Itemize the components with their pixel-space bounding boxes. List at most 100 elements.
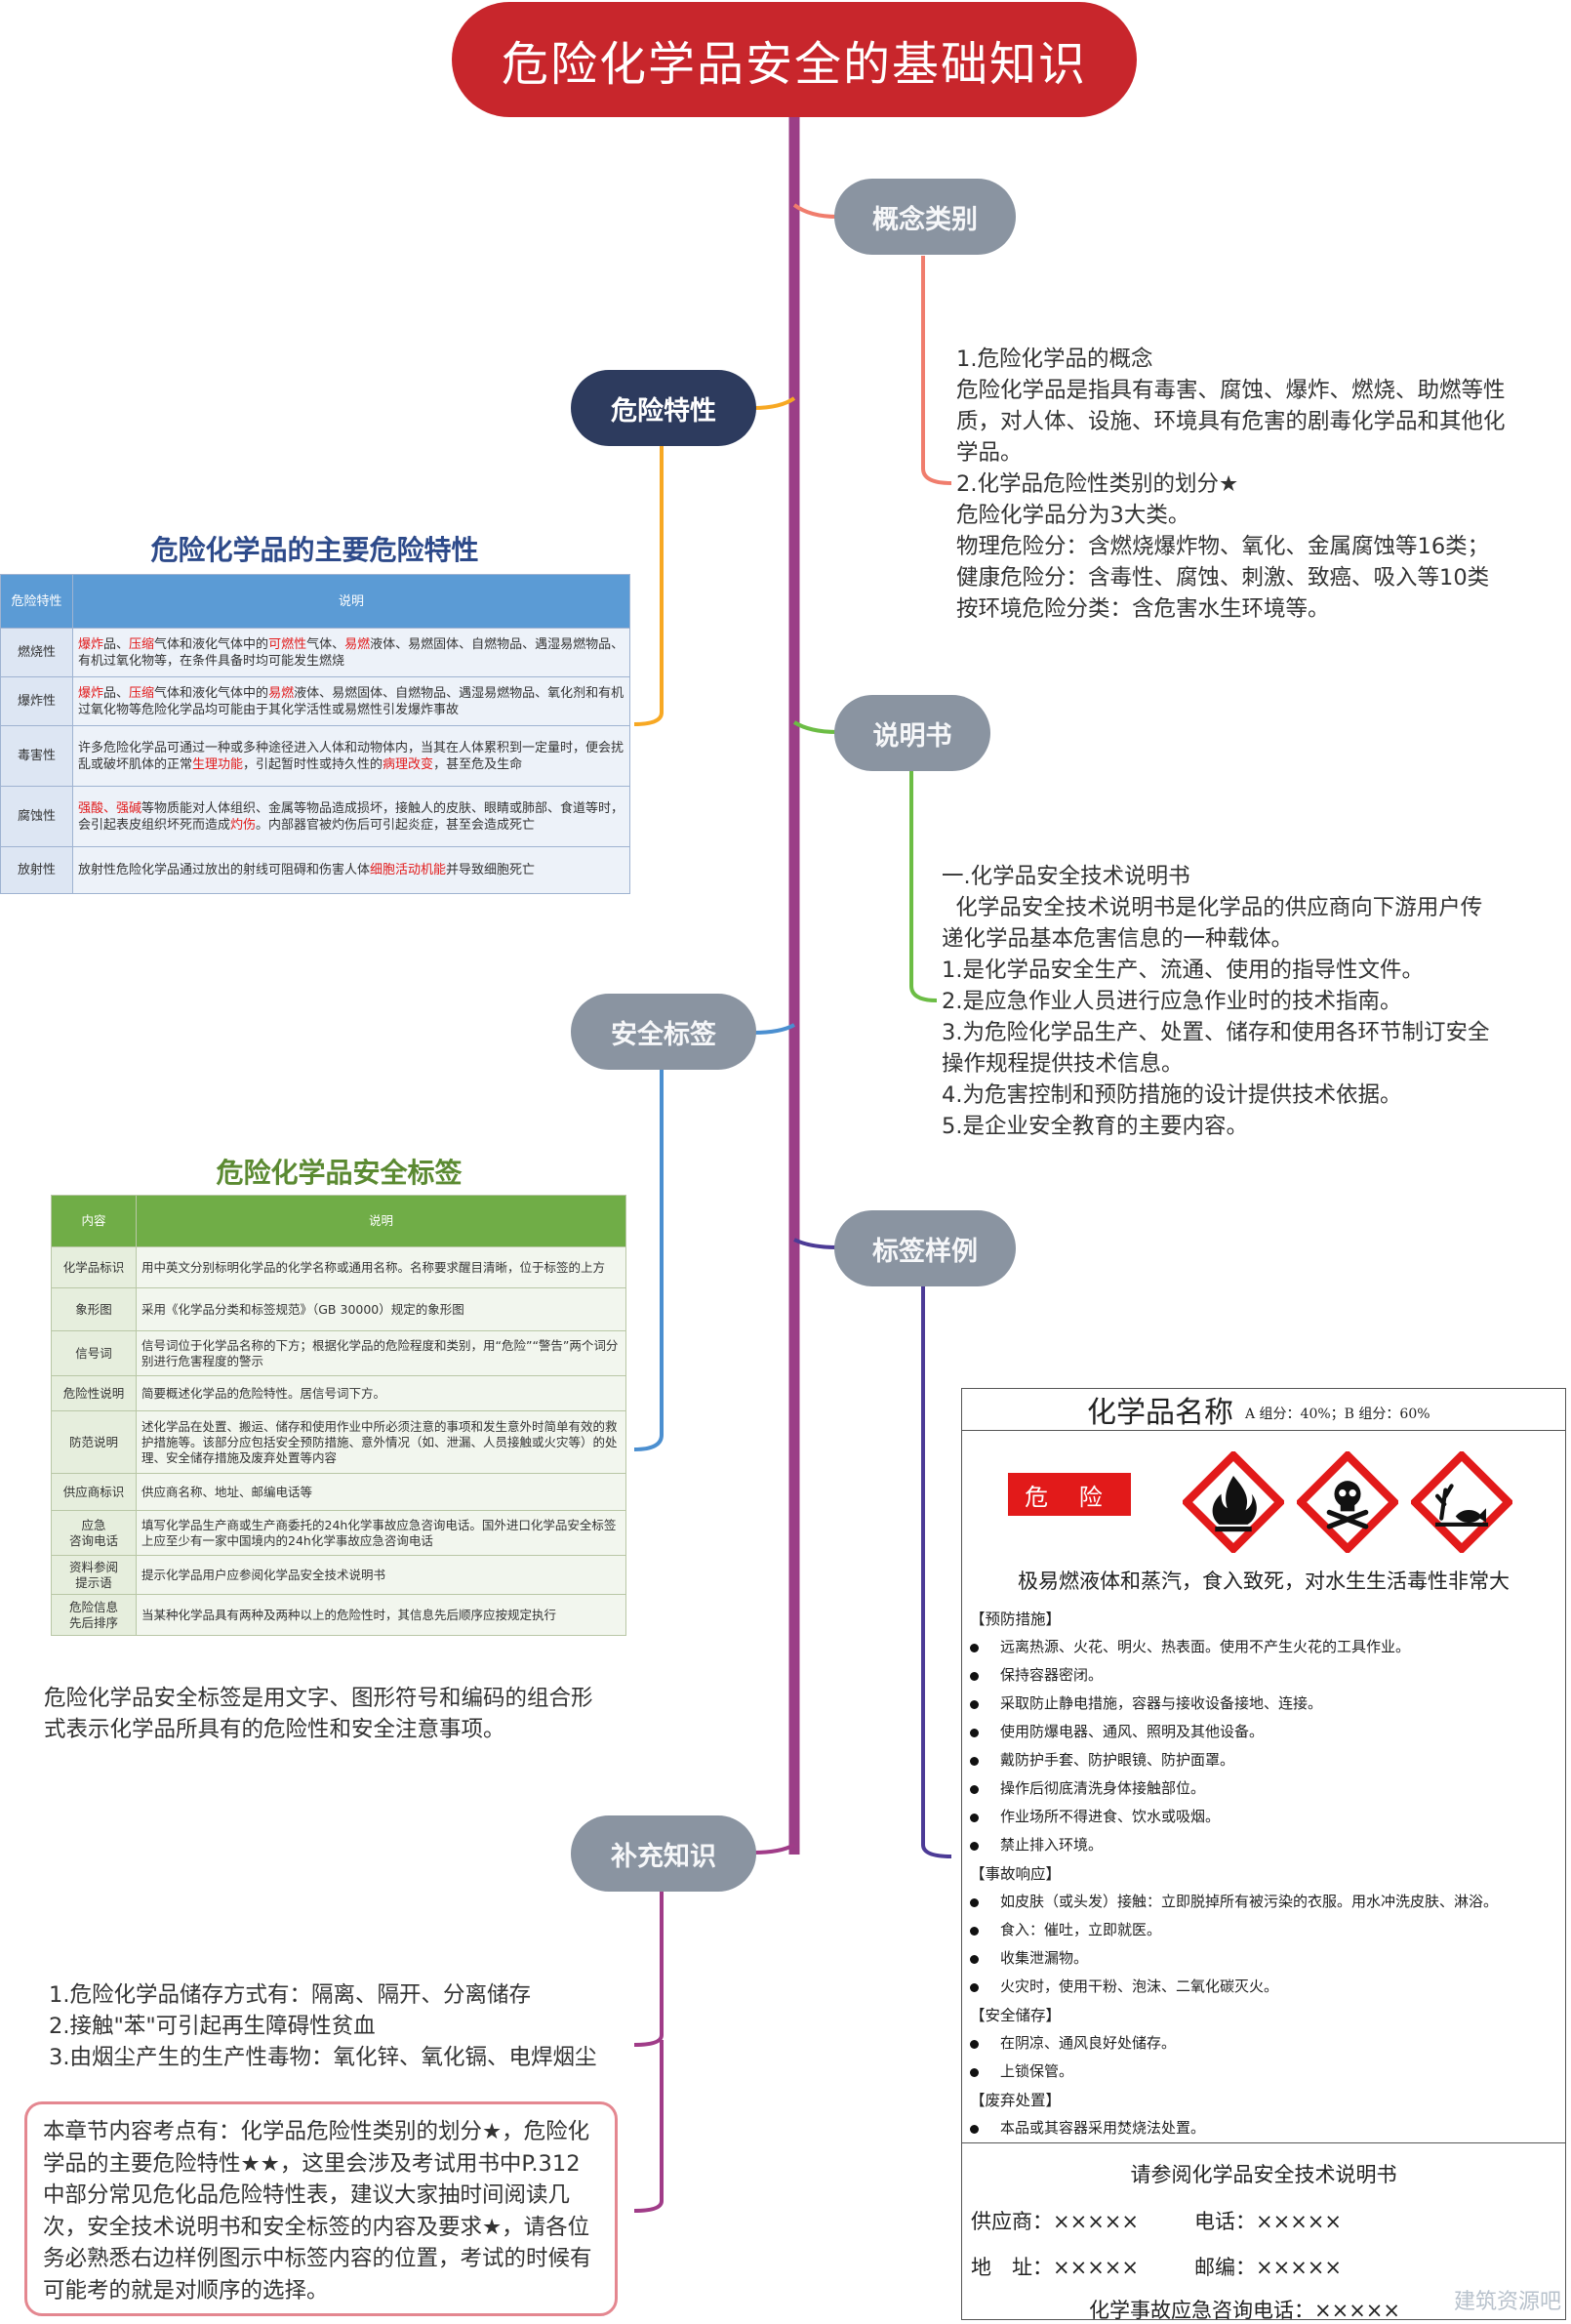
item-text: 采取防止静电措施，容器与接收设备接地、连接。 bbox=[1000, 1694, 1323, 1712]
section-item: 在阴凉、通风良好处储存。 bbox=[970, 2032, 1176, 2053]
label-desc: 填写化学品生产商或生产商委托的24h化学事故应急咨询电话。国外进口化学品安全标签… bbox=[136, 1510, 626, 1556]
supplement-line: 2.接触"苯"可引起再生障碍性贫血 bbox=[49, 2014, 376, 2039]
hazard-key: 毒害性 bbox=[0, 725, 73, 787]
hazard-table: 危险特性 说明 燃烧性爆炸品、压缩气体和液化气体中的可燃性气体、易燃液体、易燃固… bbox=[0, 574, 630, 894]
concept-line: 按环境危险分类：含危害水生环境等。 bbox=[956, 596, 1330, 622]
label-row: 象形图采用《化学品分类和标签规范》（GB 30000）规定的象形图 bbox=[51, 1287, 626, 1331]
text-run: ，甚至危及生命 bbox=[433, 756, 523, 772]
highlight-term: 爆炸 bbox=[78, 685, 104, 701]
label-row: 供应商标识供应商名称、地址、邮编电话等 bbox=[51, 1473, 626, 1511]
hazard-desc: 放射性危险化学品通过放出的射线可阻碍和伤害人体细胞活动机能并导致细胞死亡 bbox=[72, 846, 630, 894]
link-safety-label bbox=[752, 1023, 795, 1035]
label-description: 危险化学品安全标签是用文字、图形符号和编码的组合形 式表示化学品所具有的危险性和… bbox=[44, 1683, 649, 1745]
bullet-icon bbox=[970, 1784, 979, 1794]
concept-line: 物理危险分：含燃烧爆炸物、氧化、金属腐蚀等16类； bbox=[956, 534, 1490, 559]
hazard-header-desc: 说明 bbox=[72, 574, 630, 629]
bullet-icon bbox=[970, 2124, 979, 2134]
bullet-icon bbox=[970, 1926, 979, 1936]
supplement-text: 1.危险化学品储存方式有：隔离、隔开、分离储存 2.接触"苯"可引起再生障碍性贫… bbox=[49, 1979, 644, 2073]
highlight-term: 易燃 bbox=[268, 685, 295, 701]
concept-line: 学品。 bbox=[956, 440, 1023, 466]
sample-chemical-name: 化学品名称 bbox=[1087, 1396, 1233, 1430]
sds-line: 1.是化学品安全生产、流通、使用的指导性文件。 bbox=[942, 958, 1424, 983]
skull-crossbones-icon bbox=[1297, 1451, 1398, 1553]
label-key: 危险性说明 bbox=[51, 1375, 137, 1411]
bullet-icon bbox=[970, 1756, 979, 1766]
label-table-caption: 危险化学品安全标签 bbox=[216, 1157, 463, 1189]
bullet-icon bbox=[970, 1897, 979, 1907]
label-header-desc: 说明 bbox=[136, 1195, 626, 1247]
label-desc: 采用《化学品分类和标签规范》（GB 30000）规定的象形图 bbox=[136, 1287, 626, 1331]
concept-text: 1.危险化学品的概念 危险化学品是指具有毒害、腐蚀、爆炸、燃烧、助燃等性 质，对… bbox=[956, 344, 1561, 625]
node-safety-label[interactable]: 安全标签 bbox=[571, 994, 756, 1070]
sds-line: 操作规程提供技术信息。 bbox=[942, 1051, 1184, 1077]
signal-word: 危 险 bbox=[1008, 1473, 1131, 1516]
item-text: 保持容器密闭。 bbox=[1000, 1666, 1104, 1684]
concept-line: 1.危险化学品的概念 bbox=[956, 347, 1153, 372]
text-run: 许多危险化学品可通过一种或多种途径进入人体和动物体内，当其在人体累积到一定量时，… bbox=[78, 740, 624, 772]
highlight-term: 细胞活动机能 bbox=[370, 863, 447, 877]
phone-label: 电话：××××× bbox=[1194, 2210, 1342, 2233]
node-supplement[interactable]: 补充知识 bbox=[571, 1815, 756, 1892]
section-title: 【事故响应】 bbox=[970, 1865, 1062, 1883]
hazard-row: 毒害性许多危险化学品可通过一种或多种途径进入人体和动物体内，当其在人体累积到一定… bbox=[0, 725, 630, 787]
sds-line: 3.为危险化学品生产、处置、储存和使用各环节制订安全 bbox=[942, 1020, 1490, 1045]
label-key: 信号词 bbox=[51, 1330, 137, 1376]
bullet-icon bbox=[970, 1643, 979, 1652]
text-run: 液体、易燃固体、自燃物品、遇湿易燃物品、有机过氧化物等，在条件具备时均可能发生燃… bbox=[78, 636, 624, 669]
bullet-icon bbox=[970, 1728, 979, 1737]
link-label-table bbox=[633, 1070, 664, 1451]
text-run: ，引起暂时性或持久性的 bbox=[243, 756, 383, 772]
link-supplement bbox=[752, 1843, 795, 1855]
hazard-row: 放射性放射性危险化学品通过放出的射线可阻碍和伤害人体细胞活动机能并导致细胞死亡 bbox=[0, 846, 630, 894]
highlight-term: 压缩 bbox=[129, 636, 155, 652]
central-topic: 危险化学品安全的基础知识 bbox=[452, 2, 1137, 117]
item-text: 如皮肤（或头发）接触：立即脱掉所有被污染的衣服。用水冲洗皮肤、淋浴。 bbox=[1000, 1893, 1499, 1910]
label-desc-line: 危险化学品安全标签是用文字、图形符号和编码的组合形 bbox=[44, 1686, 593, 1711]
section-item: 远离热源、火花、明火、热表面。使用不产生火花的工具作业。 bbox=[970, 1636, 1410, 1656]
hazard-table-caption: 危险化学品的主要危险特性 bbox=[150, 534, 479, 566]
bullet-icon bbox=[970, 1841, 979, 1851]
highlight-term: 压缩 bbox=[129, 685, 155, 701]
node-concept[interactable]: 概念类别 bbox=[834, 179, 1016, 255]
supplement-line: 1.危险化学品储存方式有：隔离、隔开、分离储存 bbox=[49, 1982, 531, 2008]
label-desc: 用中英文分别标明化学品的化学名称或通用名称。名称要求醒目清晰，位于标签的上方 bbox=[136, 1246, 626, 1288]
hazard-row: 爆炸性爆炸品、压缩气体和液化气体中的易燃液体、易燃固体、自燃物品、遇湿易燃物品、… bbox=[0, 676, 630, 726]
node-sds[interactable]: 说明书 bbox=[834, 695, 990, 771]
label-key: 防范说明 bbox=[51, 1410, 137, 1474]
text-run: 。内部器官被灼伤后可引起炎症，甚至会造成死亡 bbox=[256, 817, 536, 833]
label-desc: 信号词位于化学品名称的下方；根据化学品的危险程度和类别，用“危险”“警告”两个词… bbox=[136, 1330, 626, 1376]
sample-composition: A 组分：40%；B 组分：60% bbox=[1245, 1407, 1430, 1422]
label-desc: 提示化学品用户应参阅化学品安全技术说明书 bbox=[136, 1555, 626, 1595]
bullet-icon bbox=[970, 1671, 979, 1681]
sds-reference: 请参阅化学品安全技术说明书 bbox=[1130, 2163, 1397, 2186]
item-text: 操作后彻底清洗身体接触部位。 bbox=[1000, 1779, 1206, 1797]
postcode-row: 邮编：××××× bbox=[1194, 2252, 1342, 2281]
label-row: 防范说明述化学品在处置、搬运、储存和使用作业中所必须注意的事项和发生意外时简单有… bbox=[51, 1410, 626, 1474]
bullet-icon bbox=[970, 2067, 979, 2077]
label-row: 危险性说明简要概述化学品的危险特性。居信号词下方。 bbox=[51, 1375, 626, 1411]
text-run: 并导致细胞死亡 bbox=[446, 863, 536, 877]
hazard-header-key: 危险特性 bbox=[0, 574, 73, 629]
node-danger[interactable]: 危险特性 bbox=[571, 370, 756, 446]
label-desc-line: 式表示化学品所具有的危险性和安全注意事项。 bbox=[44, 1717, 505, 1742]
sample-footer: 请参阅化学品安全技术说明书 供应商：××××× 电话：××××× 地 址：×××… bbox=[962, 2142, 1565, 2322]
section-item: 火灾时，使用干粉、泡沫、二氧化碳灭火。 bbox=[970, 1976, 1278, 1996]
text-run: 等物质能对人体组织、金属等物品造成损坏，接触人的皮肤、眼睛或肺部、食道等时，会引… bbox=[78, 800, 624, 833]
supplier-label: 供应商：××××× bbox=[971, 2210, 1139, 2233]
sds-line: 递化学品基本危害信息的一种载体。 bbox=[942, 926, 1294, 952]
label-key: 供应商标识 bbox=[51, 1473, 137, 1511]
section-item: 上锁保管。 bbox=[970, 2060, 1073, 2081]
item-text: 上锁保管。 bbox=[1000, 2062, 1074, 2080]
label-desc: 供应商名称、地址、邮编电话等 bbox=[136, 1473, 626, 1511]
section-item: 本品或其容器采用焚烧法处置。 bbox=[970, 2117, 1205, 2138]
highlight-term: 易燃 bbox=[344, 636, 371, 652]
label-key: 资料参阅 提示语 bbox=[51, 1555, 137, 1595]
item-text: 收集泄漏物。 bbox=[1000, 1949, 1089, 1967]
node-label-sample[interactable]: 标签样例 bbox=[834, 1210, 1016, 1286]
hazard-key: 放射性 bbox=[0, 846, 73, 894]
link-sample bbox=[793, 1238, 838, 1249]
sds-line: 5.是企业安全教育的主要内容。 bbox=[942, 1114, 1248, 1139]
label-sample-card: 化学品名称 A 组分：40%；B 组分：60% 危 险 极易燃液体和蒸汽，食入致… bbox=[961, 1388, 1566, 2322]
text-run: 液体、易燃固体、自燃物品、遇湿易燃物品、氧化剂和有机过氧化物等危险化学品均可能由… bbox=[78, 685, 624, 717]
